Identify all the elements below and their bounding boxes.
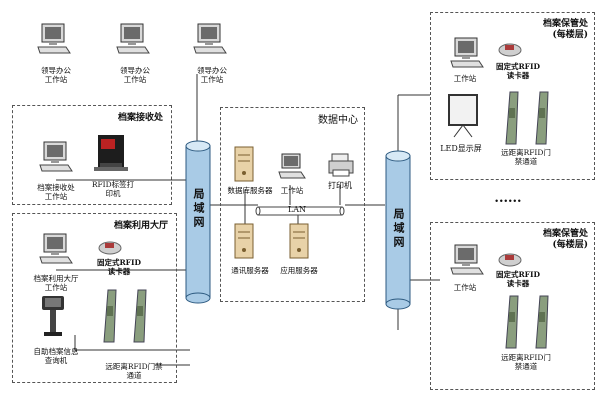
rfid-label-printer-icon — [92, 133, 132, 179]
utilization-gate-label: 远距离RFID门禁通道 — [105, 362, 163, 380]
storage-bottom-subtitle: (每楼层) — [552, 240, 588, 250]
lan-cylinder-right — [385, 150, 411, 314]
workstation-icon — [36, 22, 72, 60]
workstation-icon — [192, 22, 228, 60]
led-screen-icon — [446, 93, 480, 143]
storage-top-section: 档案保管处 (每楼层) — [430, 12, 595, 180]
rfid-gate-icon — [502, 88, 558, 150]
storage-bottom-gate-label: 远距离RFID门禁通道 — [501, 353, 551, 371]
storage-top-title: 档案保管处 — [542, 19, 588, 29]
lan-bus-icon — [255, 203, 345, 222]
datacenter-title: 数据中心 — [318, 115, 358, 126]
comm-server-icon — [232, 222, 256, 264]
dc-printer-label: 打印机 — [328, 181, 352, 190]
kiosk-label: 自助档案信息查询机 — [33, 347, 79, 365]
rfid-reader-icon — [98, 238, 122, 260]
workstation-icon — [449, 243, 485, 281]
workstation-icon — [449, 36, 485, 74]
dc-workstation-label: 工作站 — [280, 186, 304, 195]
rfid-gate-icon — [502, 292, 558, 354]
rfid-reader-icon — [498, 40, 522, 62]
rfid-printer-label: RFID标签打印机 — [91, 180, 135, 198]
workstation-icon — [38, 140, 74, 178]
app-server-icon — [287, 222, 311, 264]
led-label: LED显示屏 — [440, 144, 482, 153]
comm-server-label: 通讯服务器 — [231, 266, 269, 275]
storage-top-gate-label: 远距离RFID门禁通道 — [501, 148, 551, 166]
storage-bottom-workstation-label: 工作站 — [453, 283, 477, 292]
top-workstation-1-label: 领导办公工作站 — [41, 66, 71, 84]
receiving-workstation-label: 档案接收处工作站 — [37, 183, 75, 201]
kiosk-icon — [36, 294, 70, 344]
app-server-label: 应用服务器 — [280, 266, 318, 275]
workstation-icon — [115, 22, 151, 60]
storage-bottom-section: 档案保管处 (每楼层) — [430, 222, 595, 390]
network-right-label: 局域网 — [392, 208, 405, 250]
utilization-section: 档案利用大厅 — [12, 213, 177, 383]
workstation-icon — [38, 232, 74, 270]
top-workstation-3-label: 领导办公工作站 — [197, 66, 227, 84]
top-workstation-2-label: 领导办公工作站 — [120, 66, 150, 84]
storage-top-subtitle: (每楼层) — [552, 30, 588, 40]
utilization-title: 档案利用大厅 — [113, 221, 168, 231]
more-floors-ellipsis: ...... — [494, 191, 522, 206]
storage-top-workstation-label: 工作站 — [453, 74, 477, 83]
lan-label: LAN — [287, 205, 307, 214]
datacenter-section: 数据中心 — [220, 107, 365, 302]
storage-bottom-title: 档案保管处 — [542, 229, 588, 239]
receiving-section: 档案接收处 — [12, 105, 172, 205]
lan-cylinder-left — [185, 140, 211, 308]
printer-icon — [327, 152, 355, 182]
rfid-reader-icon — [498, 250, 522, 272]
network-left-label: 局域网 — [192, 188, 205, 230]
rfid-gate-icon — [100, 284, 156, 348]
receiving-title: 档案接收处 — [117, 113, 163, 123]
db-server-label: 数据库服务器 — [227, 186, 273, 195]
utilization-workstation-label: 档案利用大厅工作站 — [33, 274, 79, 292]
database-server-icon — [232, 145, 256, 187]
workstation-icon — [277, 152, 307, 184]
